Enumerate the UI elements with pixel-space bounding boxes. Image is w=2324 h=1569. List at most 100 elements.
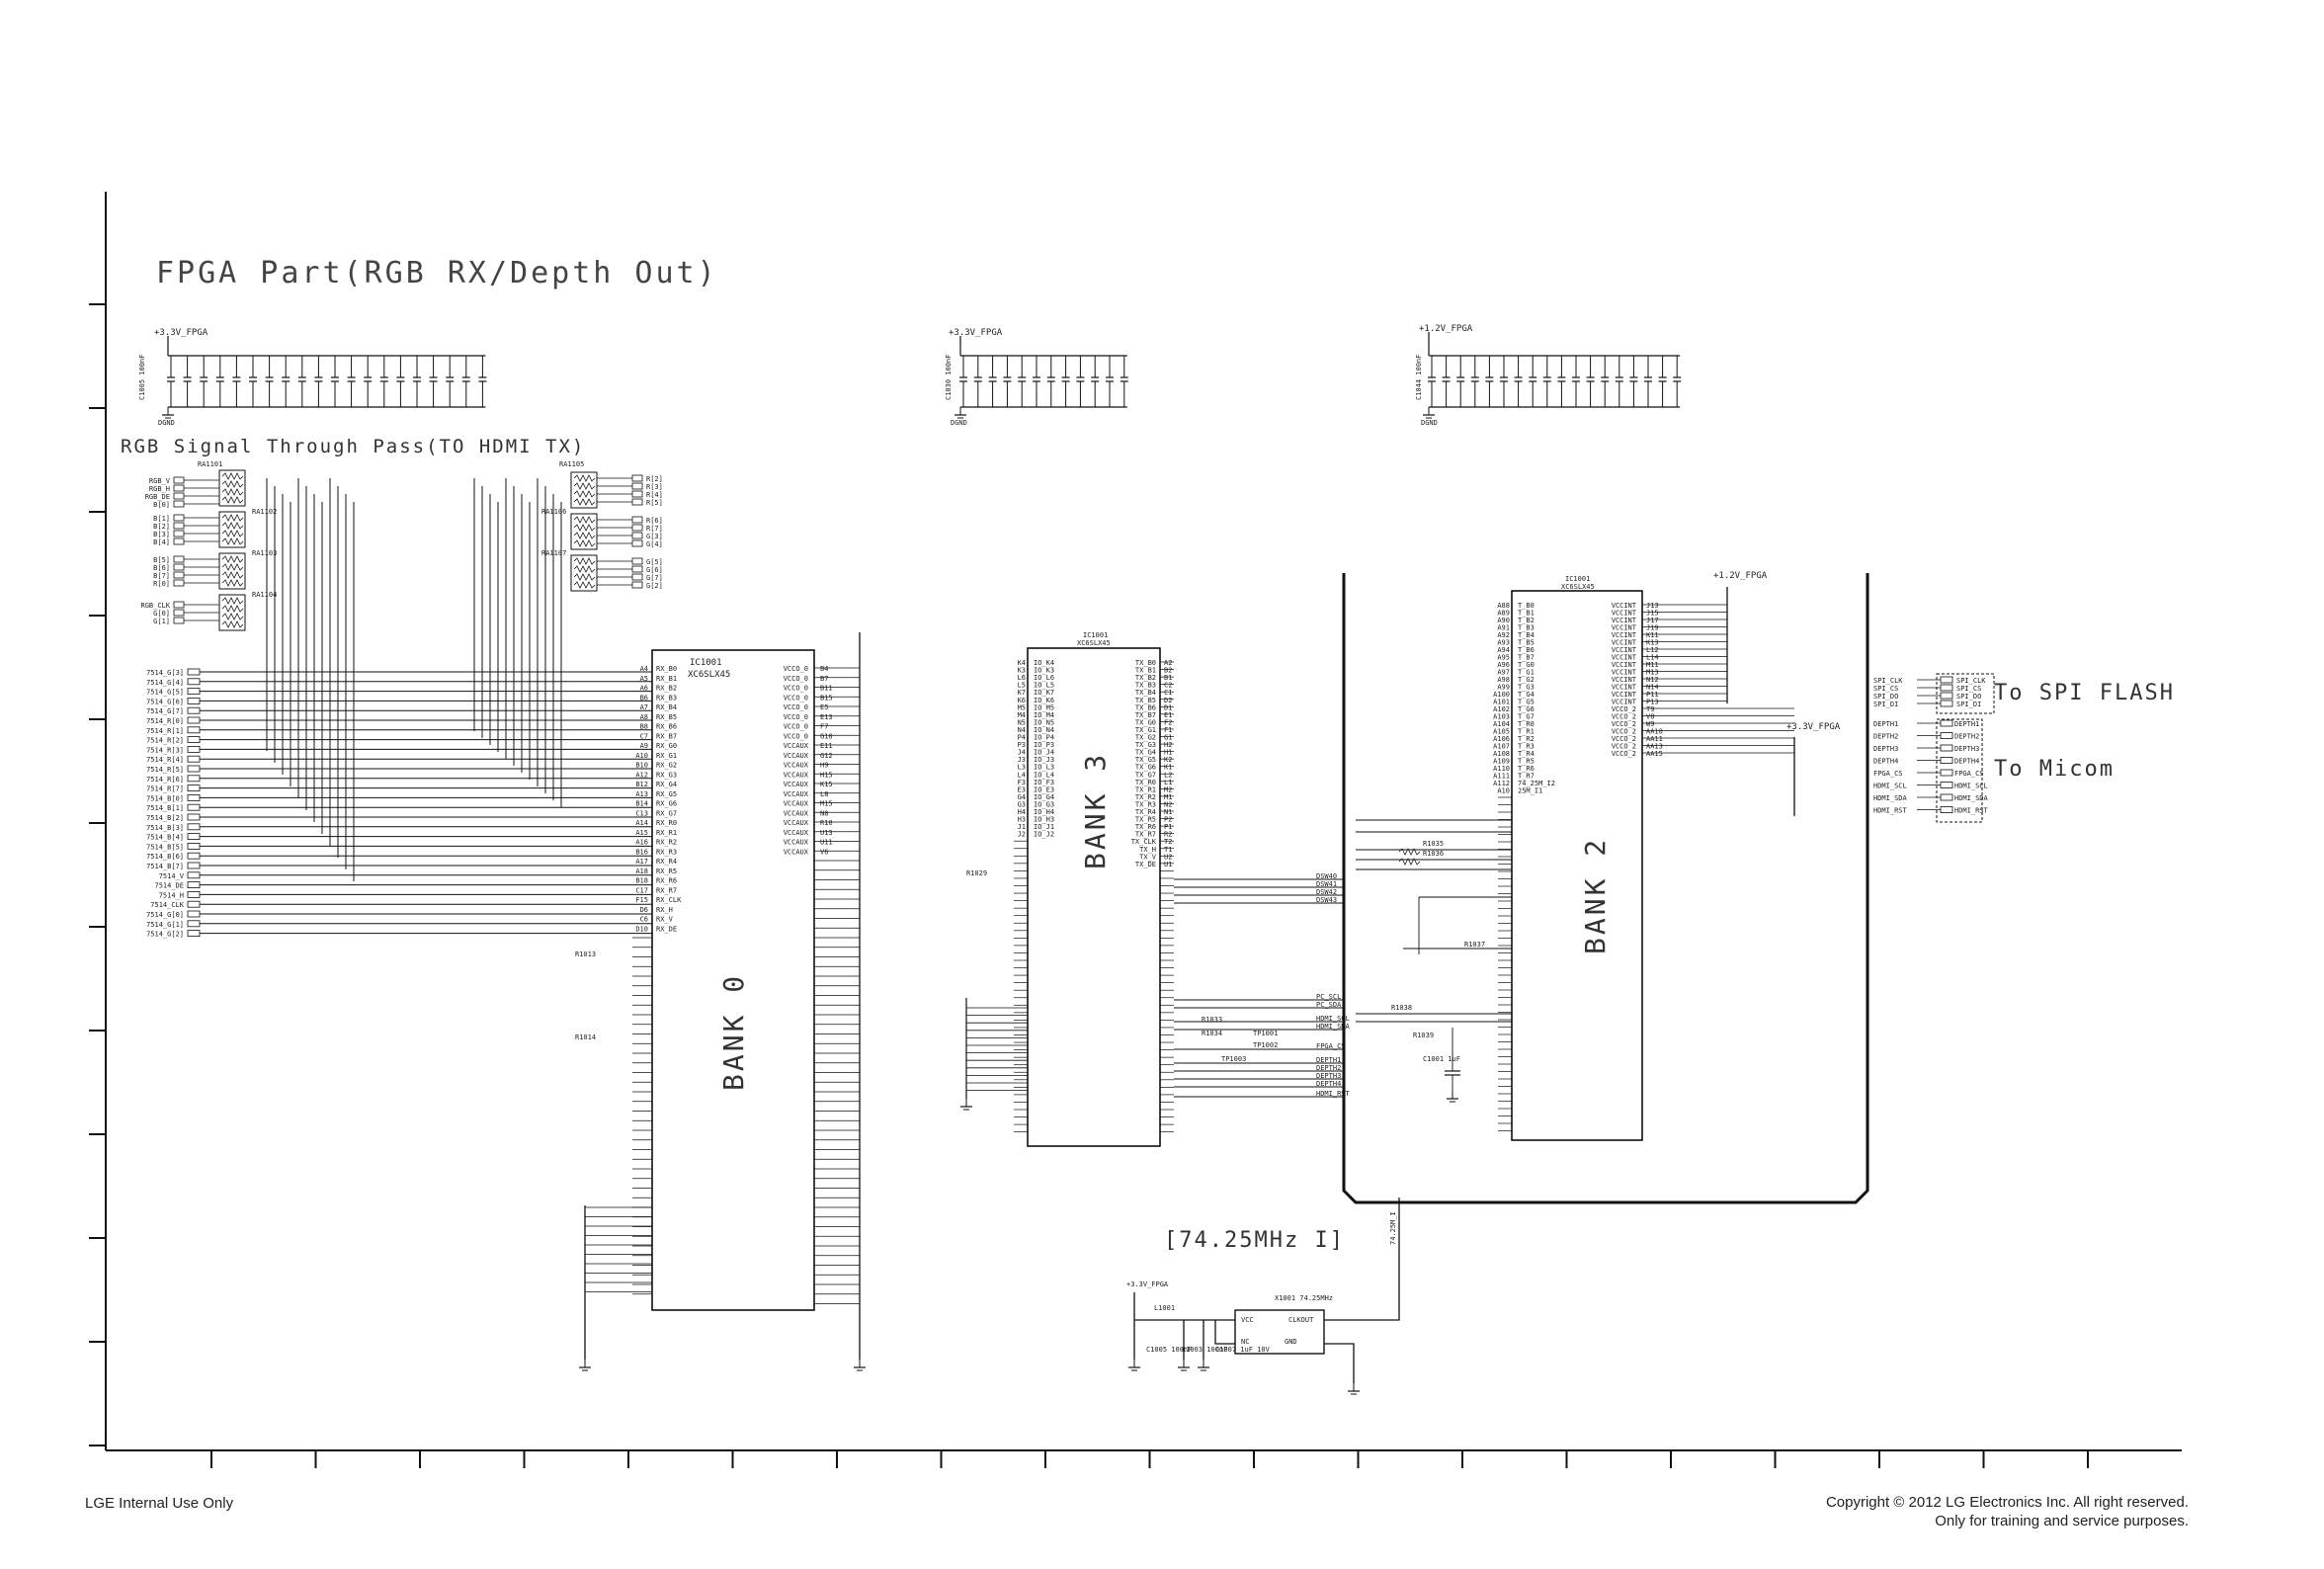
port xyxy=(187,833,201,840)
net-label: B[0] xyxy=(153,501,170,509)
net-label: HDMI_RST xyxy=(1873,807,1908,815)
resistor-zigzag xyxy=(573,482,596,490)
pin-name: VCCINT xyxy=(1612,639,1637,647)
net-label: 7514_R[0] xyxy=(146,717,184,725)
pin-name: VCCAUX xyxy=(784,819,809,827)
pin-number: A99 xyxy=(1497,684,1510,692)
pin-name: TX_R4 xyxy=(1135,808,1156,816)
net-label: 7514_G[5] xyxy=(146,689,184,697)
pin-number: G3 xyxy=(1018,800,1026,808)
pin-number: B6 xyxy=(640,694,648,702)
clock-note: [74.25MHz I] xyxy=(1164,1228,1345,1253)
pin-number: A92 xyxy=(1497,631,1510,639)
pin-name: VCCINT xyxy=(1612,646,1637,654)
ic-ref: IC1001 xyxy=(1083,631,1108,639)
net-label: G[6] xyxy=(646,566,663,574)
pin-number: B1 xyxy=(1164,674,1172,682)
pin-name: IO_E3 xyxy=(1034,785,1054,793)
port xyxy=(173,579,185,587)
pin-name: TX_B3 xyxy=(1135,682,1156,690)
footer-internal-use: LGE Internal Use Only xyxy=(85,1495,234,1512)
net-label: HDMI_SDA xyxy=(1873,794,1908,802)
port xyxy=(187,726,201,734)
port xyxy=(187,803,201,811)
port xyxy=(1940,793,1953,801)
pin-name: VCCINT xyxy=(1612,669,1637,677)
pin-name: IO_P3 xyxy=(1034,741,1054,749)
pin-name: 25M_I1 xyxy=(1518,787,1542,795)
pin-number: B14 xyxy=(635,800,648,808)
training-line: Only for training and service purposes. xyxy=(1935,1513,2189,1529)
osc-wires xyxy=(1133,1197,1400,1383)
pin-number: H1 xyxy=(1164,749,1172,757)
pin-number: A2 xyxy=(1164,659,1172,667)
pin-number: L8 xyxy=(820,790,828,798)
resistor-zigzag xyxy=(573,474,596,482)
pin-name: VCCINT xyxy=(1612,602,1637,610)
port xyxy=(187,910,201,918)
pin-name: T_B1 xyxy=(1518,610,1535,618)
pin-name: T_B6 xyxy=(1518,646,1535,654)
pin-name: RX_R0 xyxy=(656,819,677,827)
pin-name: TX_B0 xyxy=(1135,659,1156,667)
pin-name: RX_R6 xyxy=(656,877,677,885)
pin-number: L5 xyxy=(1018,682,1026,690)
pin-name: VCCINT xyxy=(1612,654,1637,662)
net-label: SPI_DO xyxy=(1873,693,1898,701)
net-label: B[4] xyxy=(153,538,170,546)
pin-name: RX_G0 xyxy=(656,742,677,750)
net-label: SPI_CLK xyxy=(1956,677,1986,685)
pin-name: RX_R7 xyxy=(656,886,677,894)
pin-name: T_R0 xyxy=(1518,720,1535,728)
pin-number: B18 xyxy=(635,877,648,885)
part-ref: TP1002 xyxy=(1253,1041,1278,1049)
pin-name: T_G3 xyxy=(1518,684,1535,692)
pin-name: IO_J1 xyxy=(1034,823,1054,831)
ra-label: RA1101 xyxy=(198,460,222,468)
pin-name: T_G6 xyxy=(1518,705,1535,713)
port xyxy=(187,871,201,879)
pin-name: TX_B7 xyxy=(1135,711,1156,719)
pin-number: K3 xyxy=(1018,667,1026,675)
net-label: PC_SCL xyxy=(1316,993,1341,1001)
port xyxy=(187,706,201,714)
pin-number: A6 xyxy=(640,685,648,693)
part-ref: TP1003 xyxy=(1221,1055,1246,1063)
port xyxy=(631,524,643,532)
resistor-zigzag xyxy=(573,516,596,524)
bus-7514-inputs: 7514_G[3]7514_G[4]7514_G[5]7514_G[6]7514… xyxy=(146,668,201,939)
rail-label: +3.3V_FPGA xyxy=(1786,722,1841,732)
pin-number: U11 xyxy=(820,839,833,847)
pin-number: AA13 xyxy=(1646,743,1663,751)
pin-name: VCCINT xyxy=(1612,699,1637,706)
pin-number: H9 xyxy=(820,762,828,770)
resistor-zigzag xyxy=(573,498,596,506)
port xyxy=(631,474,643,482)
pin-number: A103 xyxy=(1493,713,1510,721)
resistor-array xyxy=(570,513,598,550)
net-label: RGB_H xyxy=(149,485,170,493)
pin-name: VCCAUX xyxy=(784,762,809,770)
rail-label: +3.3V_FPGA xyxy=(154,328,208,338)
pin-name: VCCAUX xyxy=(784,809,809,817)
resistor-array xyxy=(570,471,598,509)
net-label: 7514_R[3] xyxy=(146,746,184,754)
pin-number: B4 xyxy=(820,665,828,673)
net-label: B[2] xyxy=(153,523,170,531)
port xyxy=(173,537,185,545)
pin-name: TX_G3 xyxy=(1135,741,1156,749)
pin-number: F1 xyxy=(1164,726,1172,734)
pin-name: T_G5 xyxy=(1518,699,1535,706)
pin-name: VCCINT xyxy=(1612,684,1637,692)
pin-number: K15 xyxy=(820,781,833,788)
pin-name: TX_R7 xyxy=(1135,831,1156,839)
net-label: 7514_G[4] xyxy=(146,679,184,687)
pin-number: A112 xyxy=(1493,780,1510,787)
pin-number: K11 xyxy=(1646,631,1659,639)
pin-number: C2 xyxy=(1164,682,1172,690)
pin-number: M4 xyxy=(1018,711,1026,719)
pin-number: A12 xyxy=(635,771,648,779)
pin-number: E5 xyxy=(820,703,828,711)
net-label: FPGA_CS xyxy=(1954,770,1984,778)
